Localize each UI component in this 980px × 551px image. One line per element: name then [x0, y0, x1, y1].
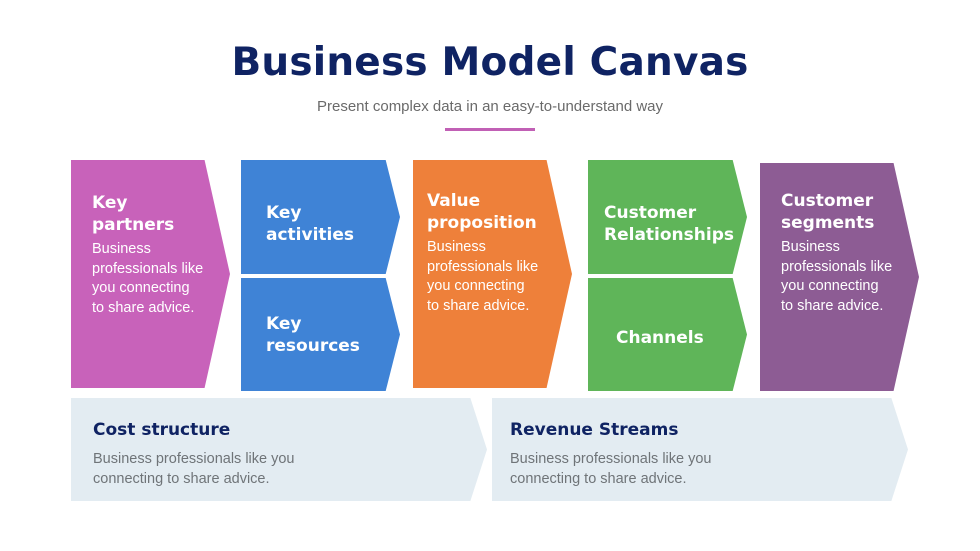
accent-divider — [445, 128, 535, 131]
revenue-streams-block: Revenue Streams Business professionals l… — [492, 398, 908, 501]
cost-structure-block: Cost structure Business professionals li… — [71, 398, 487, 501]
customer-relationships-title: Customer Relationships — [604, 203, 734, 245]
page-title: Business Model Canvas — [231, 40, 749, 85]
key-activities-block: Key activities — [241, 160, 400, 274]
key-partners-block: Key partners Business professionals like… — [71, 160, 230, 388]
key-resources-title: Key resources — [266, 314, 360, 356]
customer-segments-title: Customer segments — [781, 191, 875, 233]
value-proposition-block: Value proposition Business professionals… — [413, 160, 572, 388]
customer-segments-description: Business professionals like you connecti… — [781, 239, 893, 314]
customer-relationships-block: Customer Relationships — [588, 160, 747, 274]
key-resources-block: Key resources — [241, 278, 400, 391]
value-proposition-title: Value proposition — [427, 191, 537, 233]
page-subtitle: Present complex data in an easy-to-under… — [316, 98, 664, 115]
channels-title: Channels — [616, 328, 704, 348]
customer-segments-block: Customer segments Business professionals… — [760, 163, 919, 391]
key-activities-title: Key activities — [266, 203, 355, 245]
key-partners-title: Key partners — [92, 193, 175, 235]
revenue-streams-description: Business professionals like you connecti… — [510, 451, 712, 487]
cost-structure-title: Cost structure — [93, 420, 231, 440]
channels-block: Channels — [588, 278, 747, 391]
cost-structure-description: Business professionals like you connecti… — [93, 451, 295, 487]
value-proposition-description: Business professionals like you connecti… — [427, 239, 539, 314]
key-partners-description: Business professionals like you connecti… — [92, 241, 204, 316]
revenue-streams-title: Revenue Streams — [510, 420, 679, 440]
